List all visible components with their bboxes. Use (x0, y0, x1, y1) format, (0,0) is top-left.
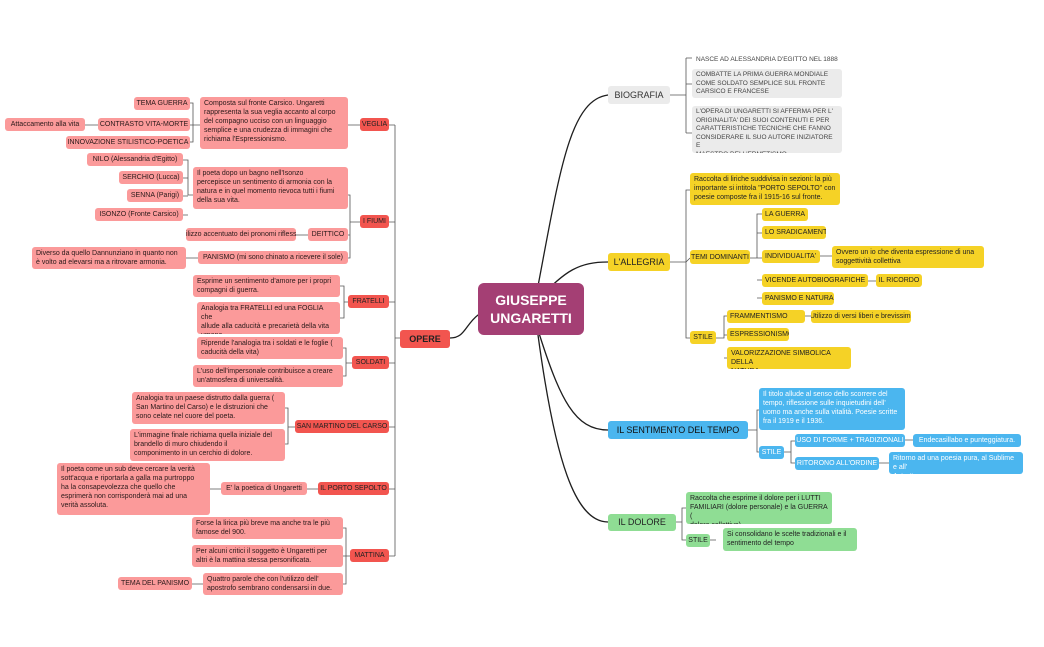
tema-item[interactable]: LO SRADICAMENTO (762, 226, 826, 239)
sentimento-stile-item[interactable]: USO DI FORME + TRADIZIONALI (795, 434, 905, 447)
fiume-item[interactable]: NILO (Alessandria d'Egitto) (87, 153, 183, 166)
fiumi-description[interactable]: Il poeta dopo un bagno nell'Isonzo perce… (193, 167, 348, 209)
branch-biografia[interactable]: BIOGRAFIA (608, 86, 670, 104)
fratelli-item[interactable]: Analogia tra FRATELLI ed una FOGLIA che … (197, 302, 340, 334)
branch-sentimento-del-tempo[interactable]: IL SENTIMENTO DEL TEMPO (608, 421, 748, 439)
biografia-item[interactable]: NASCE AD ALESSANDRIA D'EGITTO NEL 1888 (696, 56, 838, 63)
sanmartino-item[interactable]: Analogia tra un paese distrutto dalla gu… (132, 392, 285, 424)
mattina-item[interactable]: Forse la lirica più breve ma anche tra l… (192, 517, 343, 539)
branch-dolore[interactable]: IL DOLORE (608, 514, 676, 531)
branch-opere[interactable]: OPERE (400, 330, 450, 348)
fiume-item[interactable]: ISONZO (Fronte Carsico) (95, 208, 183, 221)
opera-mattina[interactable]: MATTINA (350, 549, 389, 562)
porto-description[interactable]: Il poeta come un sub deve cercare la ver… (57, 463, 210, 515)
fiumi-pronomi[interactable]: Utilizzo accentuato dei pronomi riflessi… (186, 228, 296, 241)
dolore-stile[interactable]: STILE (686, 534, 710, 547)
sentimento-stile[interactable]: STILE (759, 446, 784, 459)
soldati-item[interactable]: Riprende l'analogia tra i soldati e le f… (197, 337, 343, 359)
tema-item[interactable]: PANISMO E NATURA (762, 292, 834, 305)
ricordo-node[interactable]: IL RICORDO (876, 274, 922, 287)
tema-item[interactable]: VICENDE AUTOBIOGRAFICHE (762, 274, 868, 287)
allegria-description[interactable]: Raccolta di liriche suddivisa in sezioni… (690, 173, 840, 205)
fratelli-item[interactable]: Esprime un sentimento d'amore per i prop… (193, 275, 340, 297)
sentimento-stile-item[interactable]: RITORONO ALL'ORDINE (795, 457, 879, 470)
fiume-item[interactable]: SENNA (Parigi) (127, 189, 183, 202)
tema-item[interactable]: LA GUERRA (762, 208, 808, 221)
forme-note[interactable]: Endecasillabo e punteggiatura. (913, 434, 1021, 447)
veglia-description[interactable]: Composta sul fronte Carsico. Ungaretti r… (200, 97, 348, 149)
biografia-item[interactable]: COMBATTE LA PRIMA GUERRA MONDIALE COME S… (692, 69, 842, 98)
opera-soldati[interactable]: SOLDATI (352, 356, 389, 369)
mattina-item[interactable]: Quattro parole che con l'utilizzo dell' … (203, 573, 343, 595)
biografia-item[interactable]: L'OPERA DI UNGARETTI SI AFFERMA PER L' O… (692, 106, 842, 153)
opera-i-fiumi[interactable]: I FIUMI (360, 215, 389, 228)
veglia-innovazione[interactable]: INNOVAZIONE STILISTICO-POETICA (66, 136, 190, 149)
sentimento-description[interactable]: Il titolo allude al senso dello scorrere… (759, 388, 905, 430)
veglia-tema-guerra[interactable]: TEMA GUERRA (134, 97, 190, 110)
mattina-item[interactable]: Per alcuni critici il soggetto è Ungaret… (192, 545, 343, 567)
branch-allegria[interactable]: L'ALLEGRIA (608, 253, 670, 271)
allegria-stile[interactable]: STILE (690, 331, 716, 344)
fiumi-dannunzio[interactable]: Diverso da quello Dannunziano in quanto … (32, 247, 186, 269)
veglia-attaccamento[interactable]: Attaccamento alla vita (5, 118, 85, 131)
allegria-temi-dominanti[interactable]: TEMI DOMINANTI (690, 250, 750, 264)
tema-item[interactable]: INDIVIDUALITA' (762, 250, 820, 263)
fiume-item[interactable]: SERCHIO (Lucca) (119, 171, 183, 184)
veglia-contrasto[interactable]: CONTRASTO VITA-MORTE (98, 118, 190, 131)
opera-fratelli[interactable]: FRATELLI (348, 295, 389, 308)
fiumi-deittico[interactable]: DEITTICO (308, 228, 348, 241)
stile-item[interactable]: ESPRESSIONISMO (727, 328, 789, 341)
porto-poetica[interactable]: E' la poetica di Ungaretti (221, 482, 307, 495)
stile-item[interactable]: FRAMMENTISMO (727, 310, 805, 323)
mattina-tema-panismo[interactable]: TEMA DEL PANISMO (118, 577, 192, 590)
central-topic[interactable]: GIUSEPPE UNGARETTI (478, 283, 584, 335)
sanmartino-item[interactable]: L'immagine finale richiama quella inizia… (130, 429, 285, 461)
opera-san-martino-del-carso[interactable]: SAN MARTINO DEL CARSO (295, 420, 389, 433)
soldati-item[interactable]: L'uso dell'impersonale contribuisce a cr… (193, 365, 343, 387)
dolore-description[interactable]: Raccolta che esprime il dolore per i LUT… (686, 492, 832, 524)
dolore-stile-note[interactable]: Si consolidano le scelte tradizionali e … (723, 528, 857, 551)
opera-il-porto-sepolto[interactable]: IL PORTO SEPOLTO (318, 482, 389, 495)
frammentismo-note[interactable]: Utilizzo di versi liberi e brevissimi (811, 310, 911, 323)
ordine-note[interactable]: Ritorno ad una poesia pura, al Sublime e… (889, 452, 1023, 474)
fiumi-panismo[interactable]: PANISMO (mi sono chinato a ricevere il s… (198, 251, 348, 264)
stile-item[interactable]: VALORIZZAZIONE SIMBOLICA DELLA NATURA (727, 347, 851, 369)
opera-veglia[interactable]: VEGLIA (360, 118, 389, 131)
individualita-note[interactable]: Ovvero un io che diventa espressione di … (832, 246, 984, 268)
